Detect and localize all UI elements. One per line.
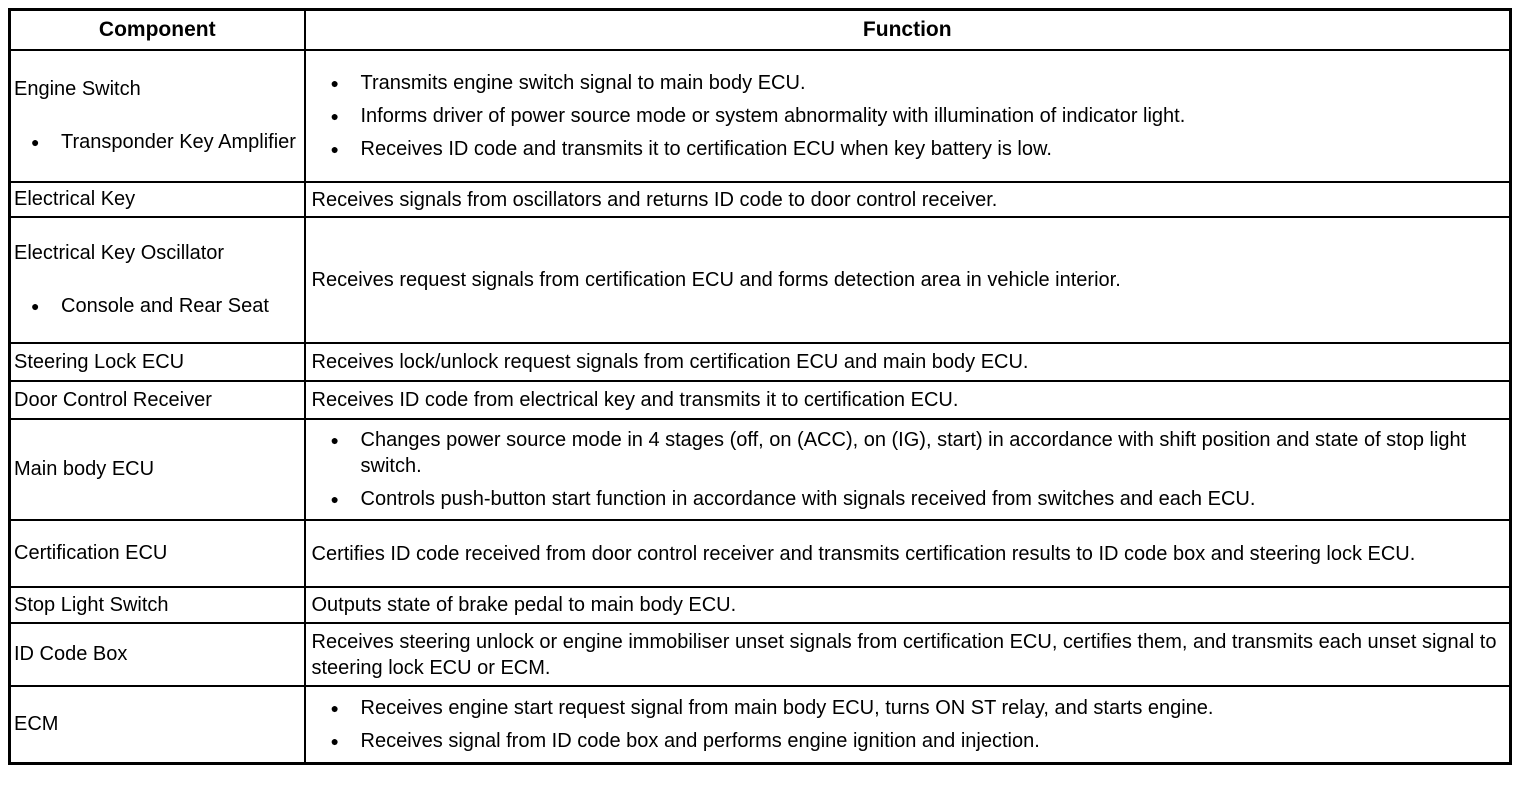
bullet-icon: ● — [330, 699, 339, 716]
function-bullet-item: ● Receives engine start request signal fr… — [311, 695, 1506, 721]
component-cell: Main body ECU — [8, 418, 306, 521]
function-cell: Receives signals from oscillators and re… — [303, 181, 1512, 218]
component-cell: Electrical Key — [8, 181, 306, 218]
function-bullet-item: ● Changes power source mode in 4 stages (… — [311, 427, 1506, 479]
function-bullet-item: ● Transmits engine switch signal to main … — [311, 70, 1506, 96]
function-bullet-text: Changes power source mode in 4 stages (o… — [360, 429, 1467, 477]
function-bullet-item: ● Receives signal from ID code box and pe… — [311, 728, 1506, 754]
component-name: Electrical Key Oscillator — [14, 242, 225, 264]
component-name: Steering Lock ECU — [14, 350, 185, 373]
bullet-icon: ● — [330, 75, 339, 91]
table-row: Engine Switch●Transponder Key Amplifier●… — [8, 49, 1512, 183]
function-cell: Receives steering unlock or engine immob… — [303, 622, 1512, 687]
table-row: Door Control Receiver Receives ID code fr… — [8, 380, 1512, 420]
table-row: ECM ● Receives engine start request signal… — [8, 685, 1512, 764]
function-bullet-text: Receives signal from ID code box and per… — [360, 729, 1040, 752]
component-cell: ID Code Box — [8, 622, 306, 687]
table-body: Engine Switch●Transponder Key Amplifier●… — [8, 49, 1512, 764]
function-bullet-text: Controls push-button start function in a… — [360, 488, 1256, 510]
component-cell: Steering Lock ECU — [8, 342, 306, 382]
function-text: Certifies ID code received from door con… — [311, 542, 1416, 565]
bullet-icon: ● — [330, 491, 339, 507]
bullet-icon: ● — [31, 298, 40, 314]
component-name: Electrical Key — [14, 188, 136, 210]
component-cell: Door Control Receiver — [8, 380, 306, 420]
function-cell: ● Transmits engine switch signal to main … — [303, 49, 1512, 183]
bullet-icon: ● — [330, 432, 339, 448]
component-cell: Stop Light Switch — [8, 586, 306, 624]
component-sub-item-label: Console and Rear Seat — [61, 295, 269, 317]
table-row: Main body ECU ● Changes power source mode … — [8, 418, 1512, 521]
component-name: Door Control Receiver — [14, 388, 212, 411]
components-function-table: Component Function Engine Switch ● Transpo… — [8, 8, 1512, 765]
component-name: Main body ECU — [14, 458, 155, 480]
bullet-icon: ● — [330, 108, 339, 124]
function-bullet-text: Receives ID code and transmits it to cer… — [360, 138, 1052, 160]
component-cell: Certification ECU — [8, 519, 306, 588]
function-bullet-item: ● Receives ID code and transmits it to ce… — [311, 136, 1506, 162]
component-name: ECM — [14, 712, 59, 735]
function-bullet-text: Transmits engine switch signal to main b… — [360, 72, 806, 94]
component-sub-item: ● Transponder Key Amplifier — [14, 129, 300, 156]
function-cell: Outputs state of brake pedal to main bod… — [303, 586, 1512, 624]
column-header-component: Component — [8, 8, 306, 51]
function-cell: Receives lock/unlock request signals fro… — [303, 342, 1512, 382]
component-name: Engine Switch — [14, 78, 141, 100]
function-text: Receives steering unlock or engine immob… — [311, 630, 1497, 679]
table-header-row: Component Function — [8, 8, 1512, 51]
function-text: Outputs state of brake pedal to main bod… — [311, 594, 737, 616]
function-bullet-item: ● Controls push-button start function in … — [311, 486, 1506, 512]
function-bullet-item: ● Informs driver of power source mode or … — [311, 103, 1506, 129]
component-name: ID Code Box — [14, 643, 128, 665]
function-cell: Receives ID code from electrical key and… — [303, 380, 1512, 420]
bullet-icon: ● — [31, 134, 40, 150]
component-cell: Electrical Key Oscillator ● Console and Re… — [8, 216, 306, 344]
component-name: Certification ECU — [14, 542, 168, 564]
component-name: Stop Light Switch — [14, 593, 169, 616]
component-sub-item-label: Transponder Key Amplifier — [61, 131, 296, 153]
component-sub-item: ● Console and Rear Seat — [14, 293, 300, 320]
function-text: Receives ID code from electrical key and… — [311, 389, 959, 411]
table-row: Stop Light Switch Outputs state of brake … — [8, 586, 1512, 624]
table-row: Certification ECU Certifies ID code recei… — [8, 519, 1512, 588]
function-cell: ● Receives engine start request signal fr… — [303, 685, 1512, 764]
function-cell: ● Changes power source mode in 4 stages (… — [303, 418, 1512, 521]
component-cell: ECM — [8, 685, 306, 764]
bullet-icon: ● — [330, 141, 339, 157]
component-cell: Engine Switch ● Transponder Key Amplifier — [8, 49, 306, 183]
function-text: Receives lock/unlock request signals fro… — [311, 351, 1029, 373]
function-text: Receives signals from oscillators and re… — [311, 188, 998, 211]
column-header-function: Function — [303, 8, 1512, 51]
table-row: ID Code Box Receives steering unlock or e… — [8, 622, 1512, 687]
function-bullet-text: Receives engine start request signal fro… — [360, 696, 1214, 719]
table-row: Steering Lock ECU Receives lock/unlock re… — [8, 342, 1512, 382]
function-cell: Certifies ID code received from door con… — [303, 519, 1512, 588]
function-bullet-text: Informs driver of power source mode or s… — [360, 105, 1186, 127]
function-cell: Receives request signals from certificat… — [303, 216, 1512, 344]
bullet-icon: ● — [330, 732, 339, 749]
table-row: Electrical Key Oscillator ● Console and Re… — [8, 216, 1512, 344]
function-text: Receives request signals from certificat… — [311, 269, 1121, 291]
table-row: Electrical Key Receives signals from osci… — [8, 181, 1512, 218]
